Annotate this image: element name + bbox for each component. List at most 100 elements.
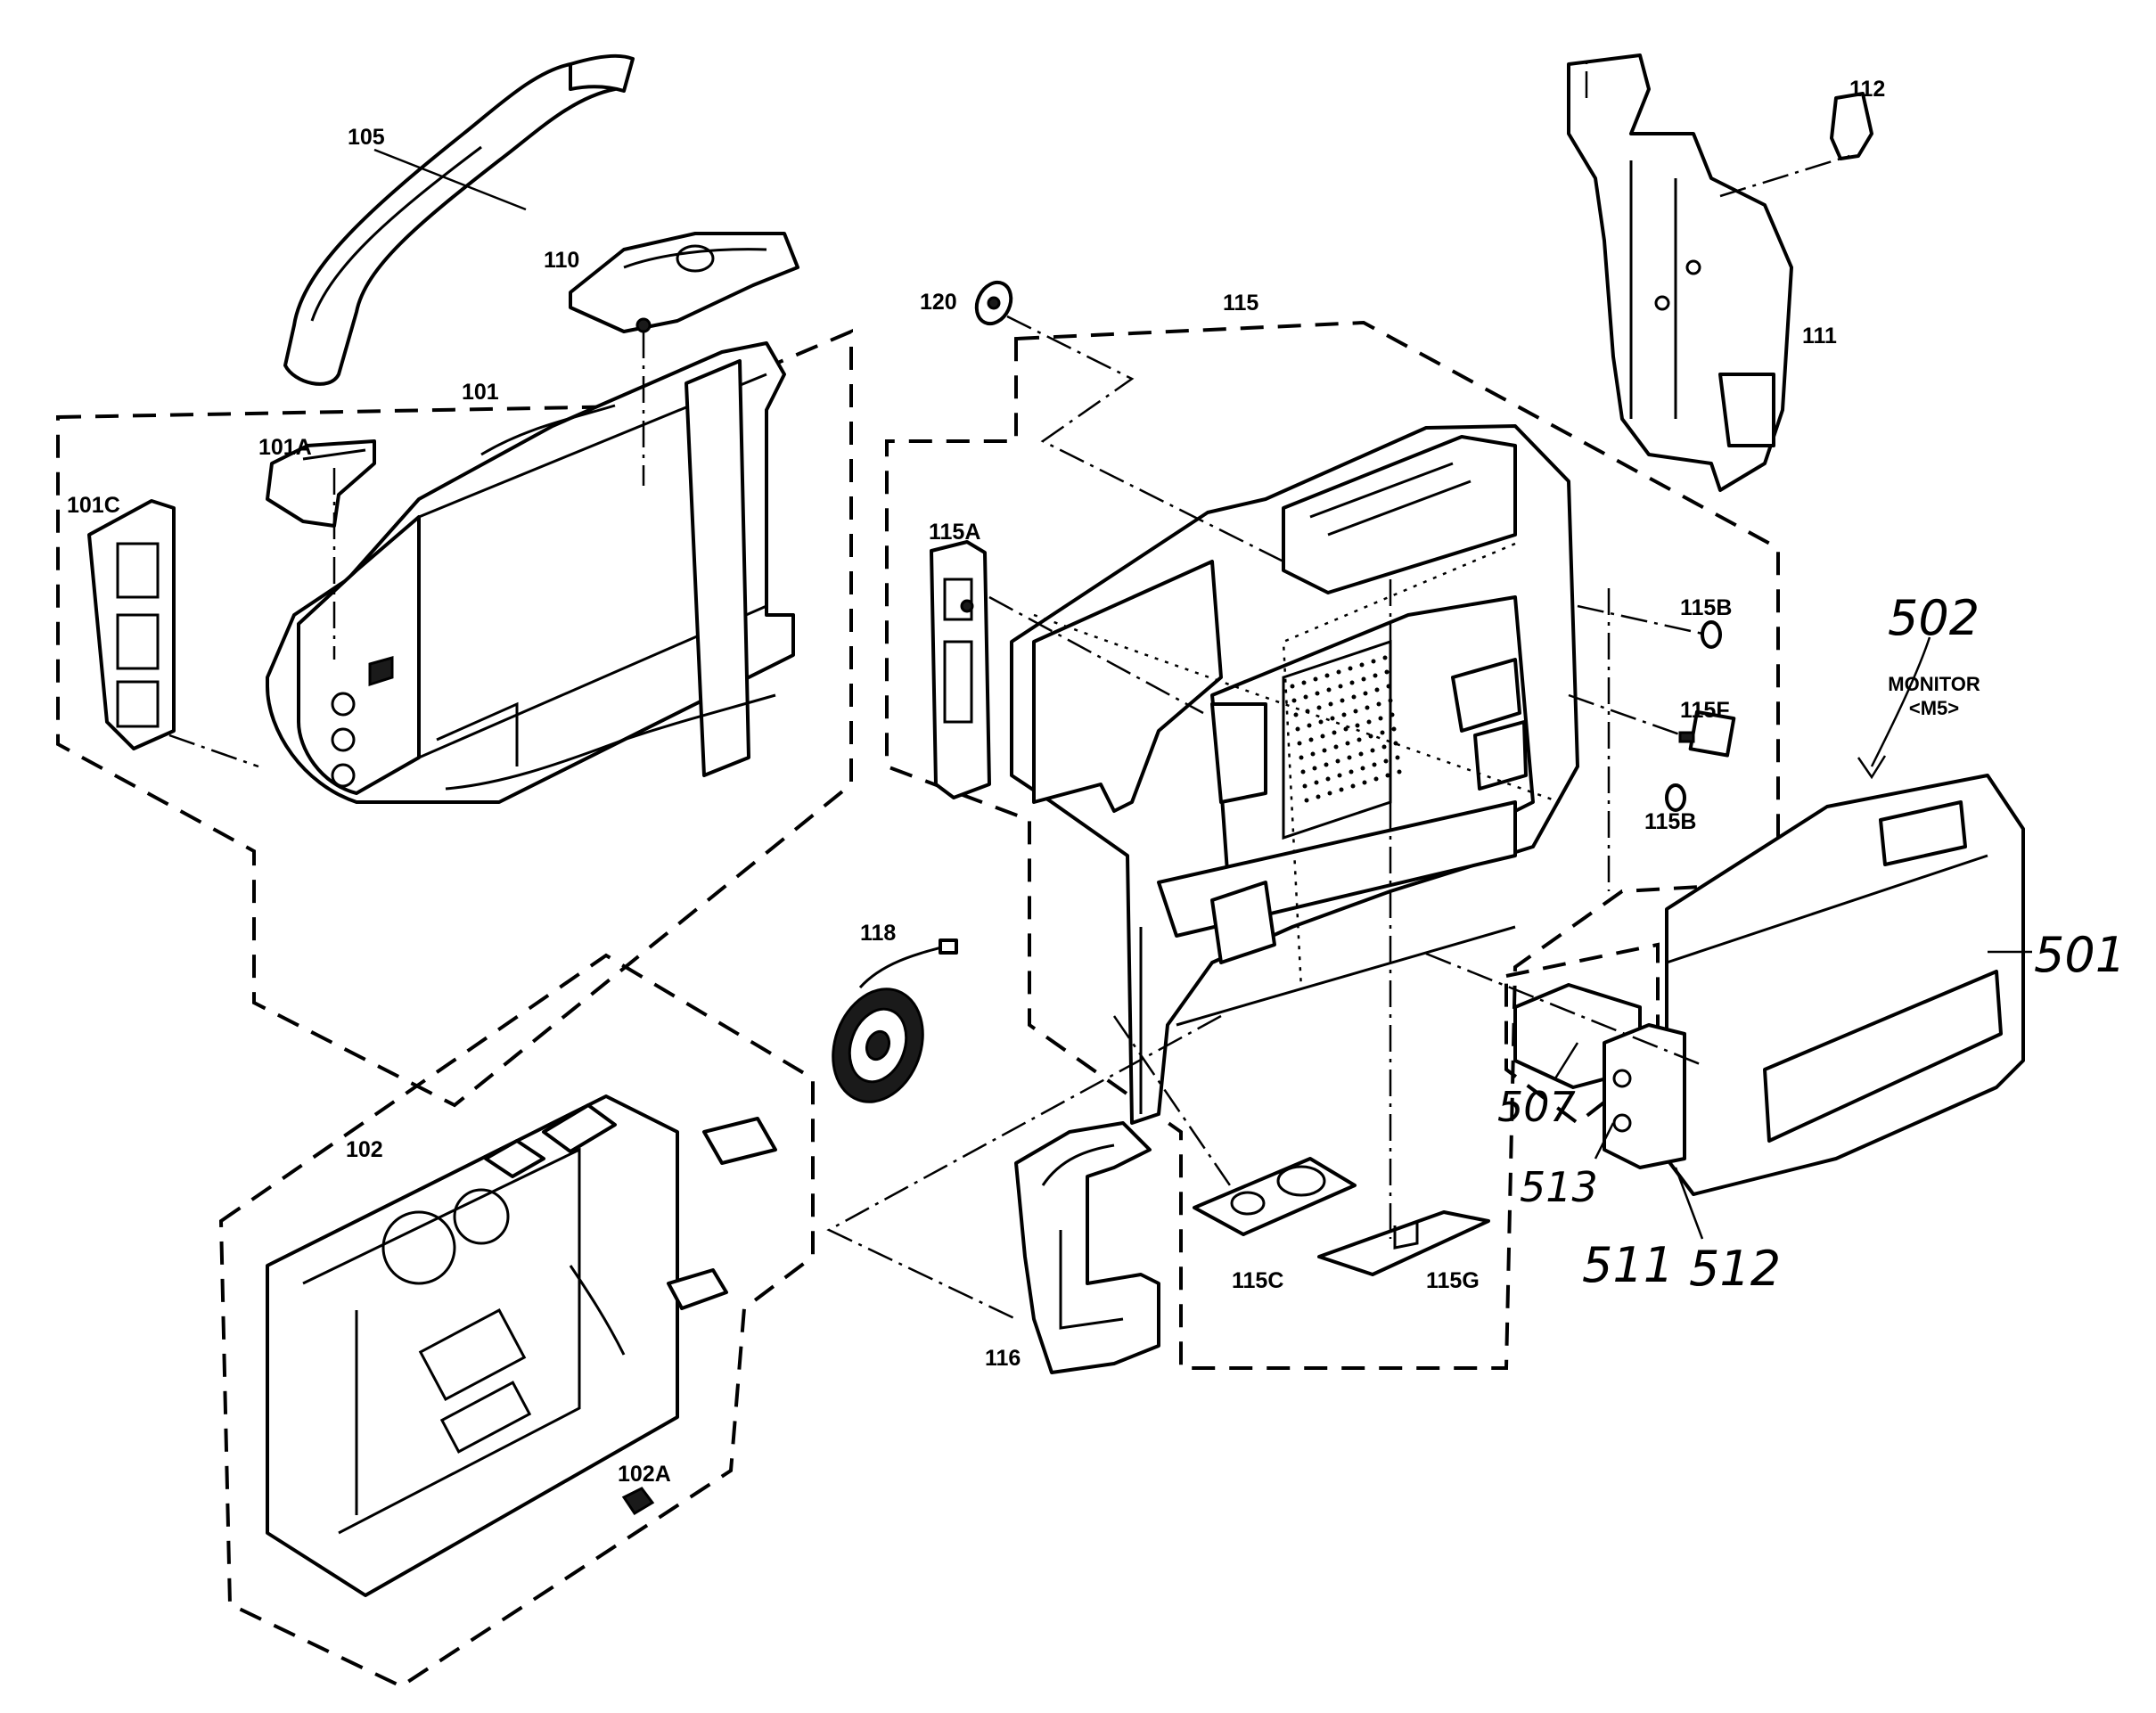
- grille-dot: [1359, 662, 1365, 668]
- grille-dot: [1378, 716, 1383, 721]
- assembly-line-115f: [1568, 693, 1685, 738]
- part-115G-lid: [1317, 1210, 1490, 1276]
- part-115A-bracket: [930, 540, 991, 799]
- grille-dot: [1291, 698, 1297, 703]
- grille-dot: [1339, 787, 1344, 792]
- part-118-speaker: [832, 938, 958, 1103]
- grille-dot: [1384, 669, 1390, 675]
- grille-dot: [1371, 659, 1376, 664]
- grille-dot: [1316, 794, 1321, 799]
- label-115G: 115G: [1426, 1268, 1480, 1293]
- grille-dot: [1333, 744, 1339, 750]
- label-111: 111: [1802, 324, 1837, 348]
- grille-dot: [1365, 705, 1370, 710]
- grille-dot: [1299, 755, 1304, 760]
- label-118: 118: [860, 921, 896, 946]
- grille-dot: [1374, 687, 1380, 693]
- group-outline-102: [218, 953, 815, 1689]
- grille-dot: [1302, 783, 1308, 789]
- grille-dot: [1328, 701, 1333, 707]
- assembly-line-115b: [1577, 604, 1708, 636]
- handwritten-label-502: 502: [1888, 590, 1980, 646]
- grille-dot: [1330, 716, 1335, 721]
- grille-dot: [1304, 798, 1309, 803]
- label-120: 120: [920, 290, 957, 315]
- grille-dot: [1322, 748, 1327, 753]
- label-115F: 115F: [1680, 698, 1730, 723]
- monitor-title: MONITOR: [1888, 673, 1980, 695]
- grille-dot: [1391, 726, 1397, 732]
- label-115C: 115C: [1232, 1268, 1283, 1293]
- grille-dot: [1351, 694, 1357, 700]
- grille-dot: [1340, 698, 1345, 703]
- assembly-line-115a: [988, 595, 1204, 715]
- grille-dot: [1326, 687, 1332, 693]
- grille-dot: [1360, 766, 1365, 771]
- part-115B-upper-washer: [1701, 620, 1722, 649]
- group-outline-115: [885, 320, 1780, 1370]
- leader-512: [1674, 1167, 1704, 1240]
- grille-dot: [1324, 762, 1329, 767]
- grille-dot: [1316, 705, 1322, 710]
- grille-dot: [1343, 726, 1349, 732]
- assembly-line-501: [1425, 952, 1703, 1067]
- part-511-hinge-block: [1603, 1023, 1686, 1169]
- grille-dot: [1358, 751, 1364, 757]
- assembly-line-112: [1719, 154, 1850, 198]
- grille-dot: [1373, 673, 1378, 678]
- label-115: 115: [1223, 291, 1258, 316]
- grille-dot: [1397, 769, 1402, 775]
- part-120-knob: [974, 280, 1013, 326]
- grille-dot: [1300, 769, 1306, 775]
- assembly-line-116: [826, 1014, 1222, 1321]
- part-101C-side-panel: [87, 499, 176, 750]
- part-115B-lower-washer: [1665, 783, 1686, 812]
- leader-507: [1553, 1042, 1579, 1079]
- grille-dot: [1350, 783, 1356, 789]
- part-101-main-frame: [266, 341, 795, 804]
- monitor-code: <M5>: [1909, 697, 1959, 719]
- grille-dot: [1314, 780, 1319, 785]
- assembly-line-115c: [1112, 1015, 1232, 1186]
- handwritten-label-511: 511: [1582, 1237, 1674, 1293]
- label-101: 101: [462, 380, 499, 405]
- leader-105: [373, 148, 527, 211]
- grille-dot: [1357, 737, 1362, 742]
- part-102-chassis: [266, 1094, 777, 1597]
- handwritten-label-512: 512: [1689, 1241, 1781, 1297]
- grille-dot: [1337, 773, 1342, 778]
- grille-dot: [1312, 766, 1317, 771]
- part-101A-cover-piece: [266, 439, 376, 528]
- grille-dot: [1327, 791, 1332, 796]
- assembly-line-dotted-1: [1033, 613, 1561, 804]
- assembly-line-101c: [168, 734, 259, 768]
- grille-dot: [1370, 748, 1375, 753]
- grille-dot: [1383, 758, 1389, 764]
- grille-dot: [1301, 680, 1307, 685]
- part-110-top-cover: [569, 232, 799, 333]
- grille-dot: [1320, 734, 1325, 739]
- label-116: 116: [985, 1346, 1021, 1371]
- grille-dot: [1355, 723, 1360, 728]
- part-115C-button-panel: [1193, 1157, 1357, 1236]
- assembly-line-dotted-2: [1282, 542, 1516, 990]
- part-115-main-housing: [1010, 424, 1579, 1125]
- label-101C: 101C: [67, 493, 120, 518]
- grille-dot: [1324, 673, 1330, 678]
- label-105: 105: [348, 125, 385, 150]
- grille-dot: [1353, 709, 1358, 714]
- grille-dot: [1385, 773, 1390, 778]
- grille-dot: [1308, 737, 1314, 742]
- grille-dot: [1395, 755, 1400, 760]
- grille-dot: [1297, 741, 1302, 746]
- grille-dot: [1338, 684, 1343, 689]
- grille-dot: [1345, 741, 1350, 746]
- grille-dot: [1348, 666, 1353, 671]
- label-102A: 102A: [618, 1462, 671, 1487]
- part-112-tag: [1830, 92, 1873, 160]
- grille-dot: [1363, 691, 1368, 696]
- grille-dot: [1349, 769, 1354, 775]
- grille-dot: [1362, 780, 1367, 785]
- part-115F-cap: [1678, 709, 1736, 758]
- label-101A: 101A: [258, 435, 312, 460]
